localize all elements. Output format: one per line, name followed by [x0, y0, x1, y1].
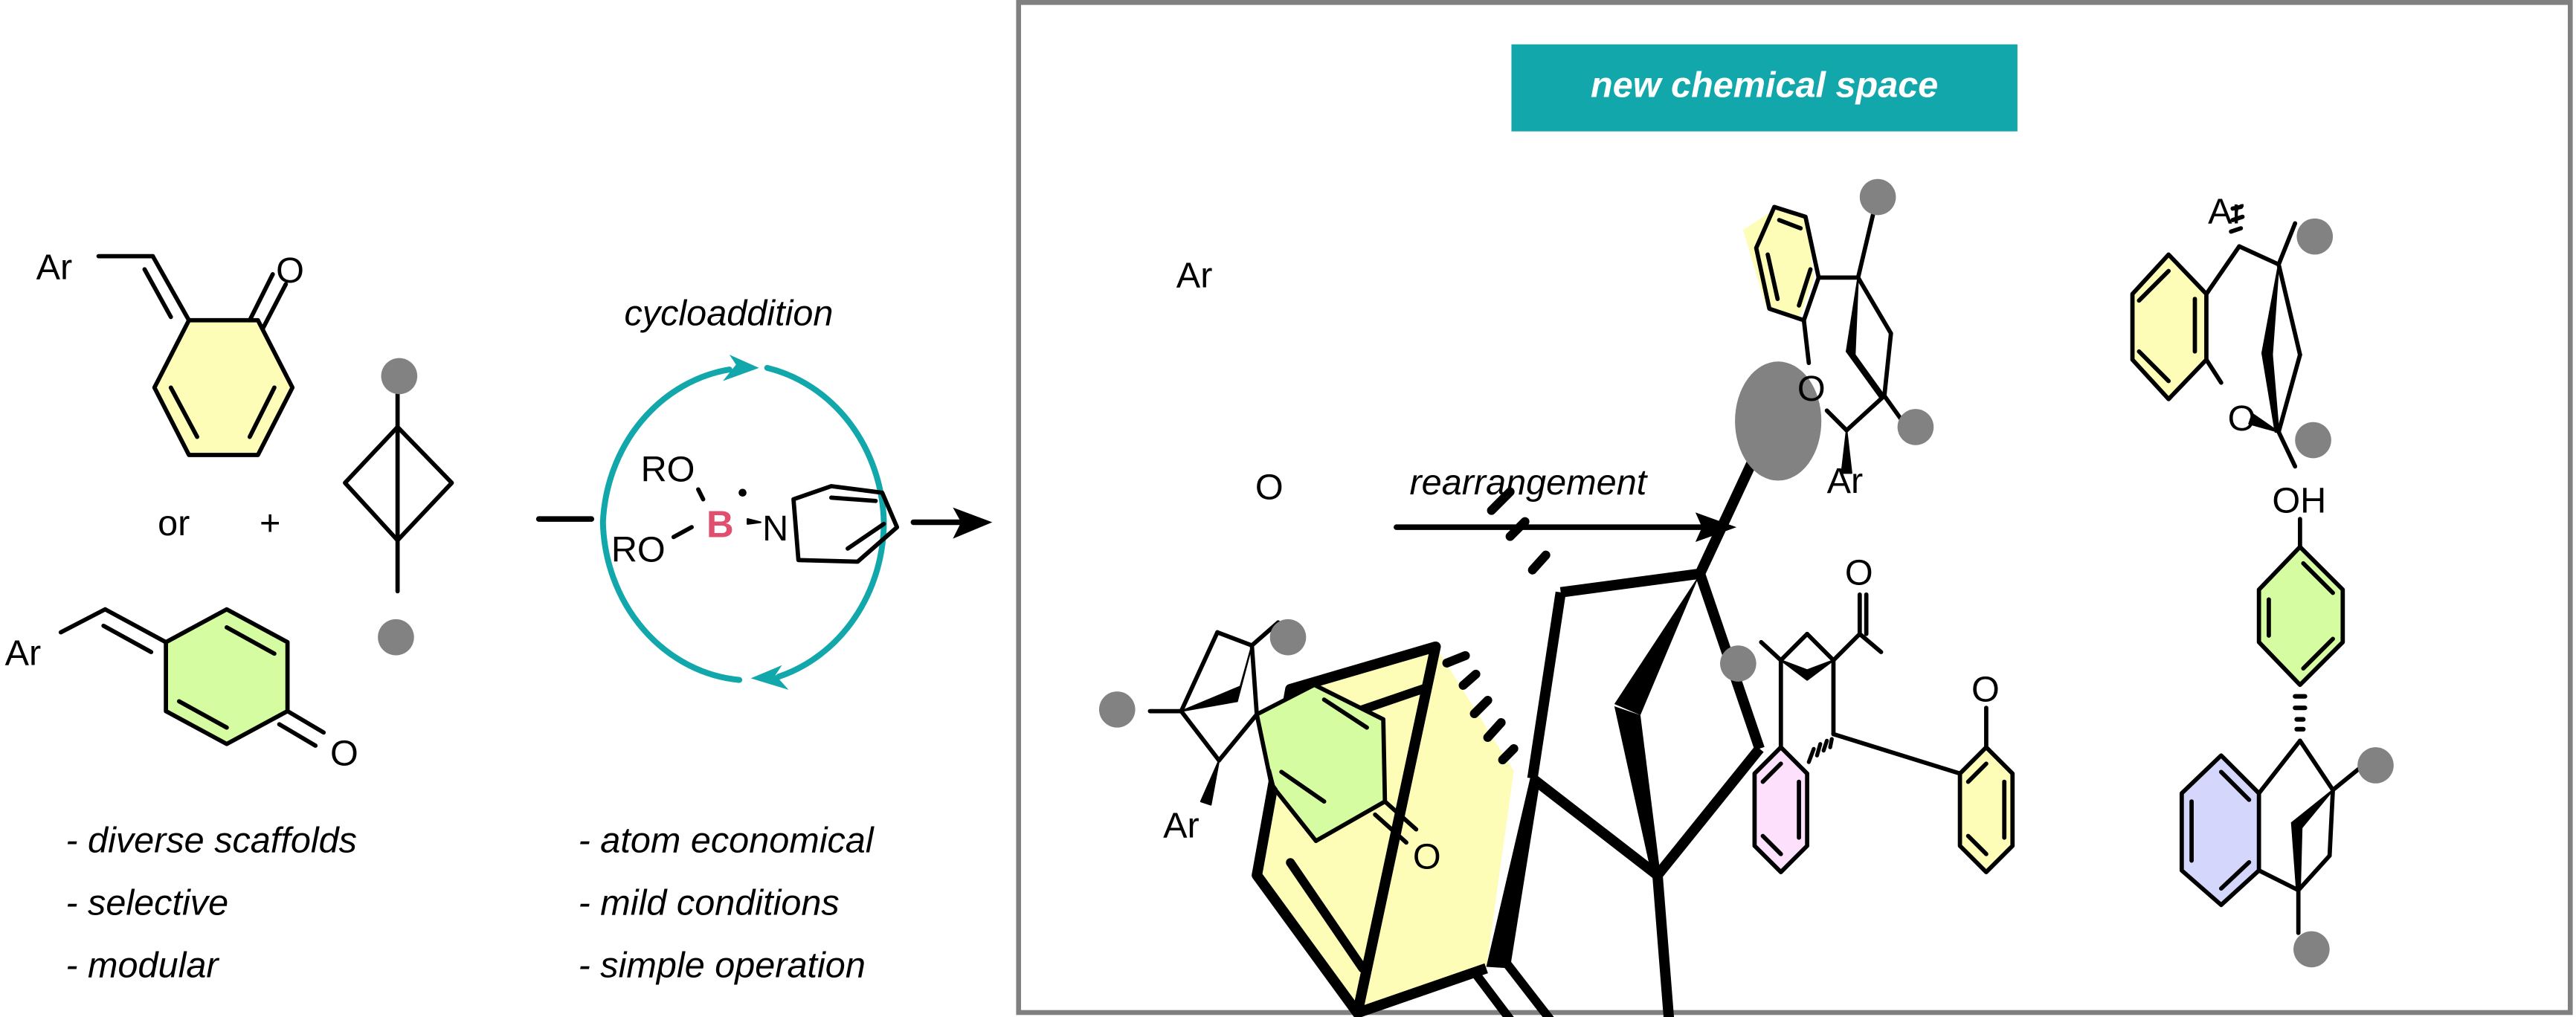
- adduct-ortho: [1252, 361, 1822, 1017]
- product-lactone: O O: [1720, 552, 2015, 874]
- substituent-dot: [2296, 218, 2334, 255]
- feature-item: - selective: [65, 883, 228, 923]
- substituent-dot: [378, 619, 414, 656]
- boryl-radical-pyridine: RO RO B N: [611, 449, 900, 570]
- feature-item: - modular: [65, 945, 219, 985]
- features-left: - diverse scaffolds - selective - modula…: [65, 821, 357, 986]
- radical-dot: [738, 488, 747, 497]
- forward-arrow-head: [953, 507, 993, 539]
- substituent-dot: [1859, 178, 1896, 216]
- oxygen-label: O: [1255, 468, 1284, 508]
- substituent-dot: [1735, 361, 1822, 481]
- feature-item: - mild conditions: [579, 883, 840, 923]
- product-benzoxepine-1: O Ar: [1742, 178, 1934, 501]
- ar-label: Ar: [1176, 256, 1213, 296]
- substituent-dot: [1720, 645, 1756, 682]
- ar-label: Ar: [2208, 191, 2244, 231]
- product-phenol-bicycle: OH: [2179, 480, 2394, 968]
- oxygen-label: O: [1845, 552, 1873, 593]
- catalytic-cycle: [599, 355, 887, 690]
- ro-label: RO: [641, 449, 695, 489]
- rearrangement-arrow-head: [1695, 512, 1737, 543]
- cycle-arrowhead: [723, 355, 759, 381]
- panel-title-badge: [1511, 44, 2018, 132]
- nitrogen-atom: N: [762, 508, 788, 549]
- panel-title: new chemical space: [1591, 65, 1938, 105]
- adduct-para: Ar O: [1098, 619, 1441, 877]
- panel-frame: [1016, 0, 2573, 1016]
- bicyclobutane: [343, 358, 454, 656]
- feature-item: - diverse scaffolds: [65, 821, 357, 861]
- oxygen-label: O: [1971, 669, 2000, 709]
- ar-label: Ar: [36, 248, 73, 288]
- oxygen-label: O: [1413, 837, 1441, 877]
- feature-item: - atom economical: [579, 821, 875, 861]
- or-label: or: [158, 503, 190, 543]
- p-quinone-methide: Ar O: [5, 607, 358, 773]
- o-quinone-methide: Ar O: [36, 248, 304, 457]
- substituent-dot: [1269, 619, 1307, 656]
- ar-label: Ar: [1163, 806, 1200, 846]
- cycloaddition-label: cycloaddition: [624, 293, 833, 333]
- ar-label: Ar: [1827, 461, 1864, 501]
- plus-sign: +: [260, 503, 280, 543]
- substituent-dot: [2293, 931, 2330, 968]
- ar-label: Ar: [5, 633, 42, 674]
- oxygen-label: O: [2228, 398, 2256, 439]
- boron-atom: B: [706, 503, 734, 545]
- cycle-arrowhead: [750, 665, 789, 690]
- ro-label: RO: [611, 530, 666, 570]
- substituent-dot: [1098, 691, 1136, 728]
- oxygen-label: O: [1797, 369, 1826, 409]
- substituent-dot: [381, 358, 418, 395]
- rearrangement-label: rearrangement: [1409, 462, 1648, 503]
- feature-item: - simple operation: [579, 945, 866, 985]
- features-right: - atom economical - mild conditions - si…: [579, 821, 875, 986]
- oxygen-label: O: [330, 733, 358, 773]
- substituent-dot: [2295, 422, 2331, 459]
- product-benzoxepine-2: Ar O: [2130, 191, 2334, 469]
- substituent-dot: [2357, 747, 2394, 784]
- ring-yellow: [154, 320, 293, 455]
- hydroxyl-label: OH: [2272, 480, 2326, 520]
- substituent-dot: [1897, 409, 1934, 445]
- oxygen-label: O: [276, 251, 304, 291]
